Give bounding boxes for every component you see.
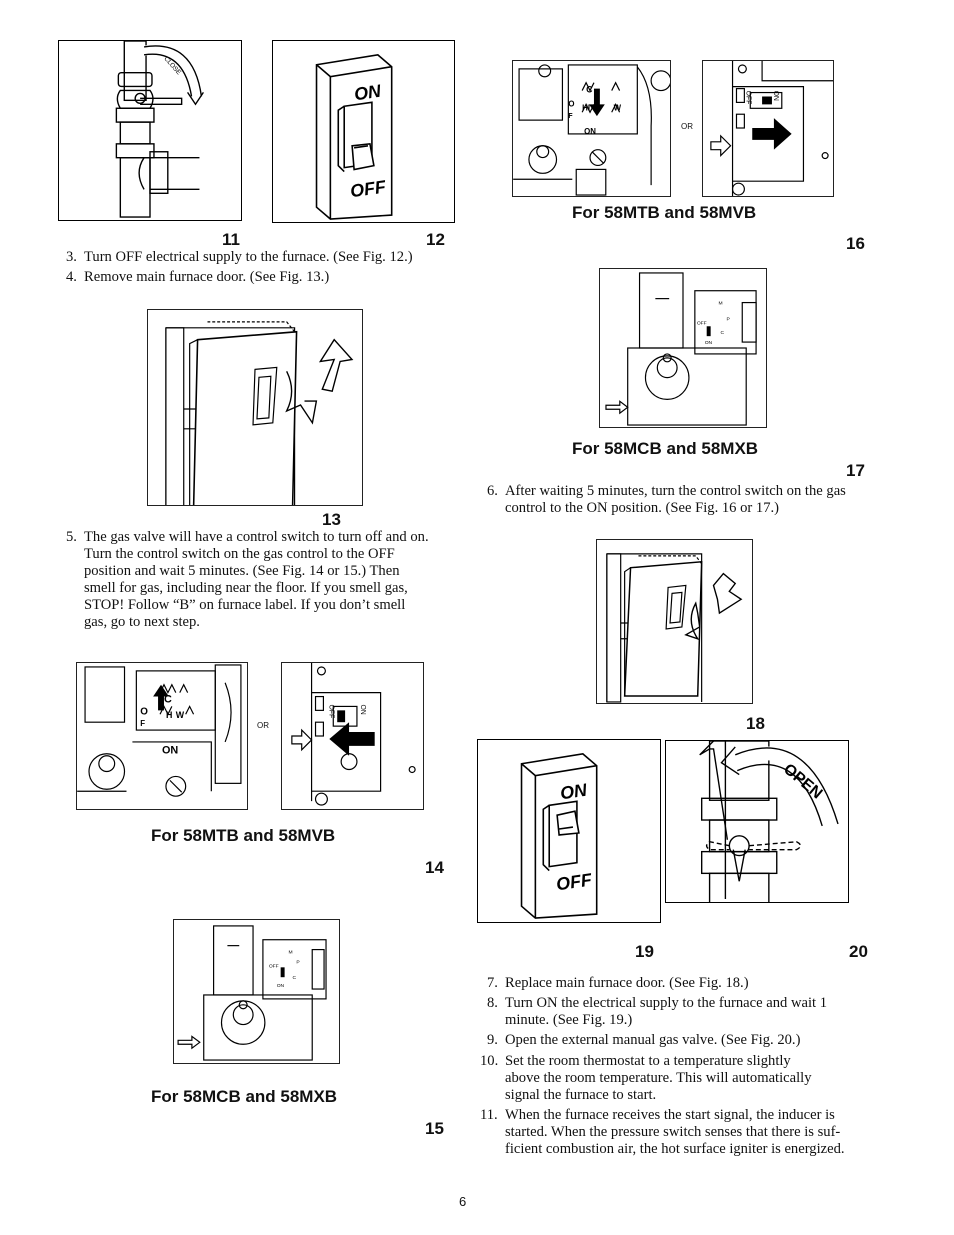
figure-15-caption: For 58MCB and 58MXB <box>151 1087 338 1106</box>
fig19-on-label: ON <box>559 780 589 804</box>
svg-text:ON: ON <box>277 983 285 989</box>
svg-text:C: C <box>292 975 296 981</box>
figure-13-number: 13 <box>322 510 341 529</box>
figure-17-number: 17 <box>846 461 865 480</box>
svg-text:W: W <box>614 103 622 112</box>
figure-14-number: 14 <box>425 858 444 877</box>
svg-text:F: F <box>568 113 572 120</box>
svg-text:C: C <box>721 330 725 336</box>
figure-12-number: 12 <box>426 230 445 249</box>
figure-13-remove-door <box>147 309 363 506</box>
svg-text:ON: ON <box>162 745 178 757</box>
svg-text:P: P <box>726 316 730 322</box>
figure-14-caption: For 58MTB and 58MVB <box>151 826 336 845</box>
figure-16-number: 16 <box>846 234 865 253</box>
svg-text:M: M <box>289 950 293 956</box>
svg-text:C: C <box>586 85 593 95</box>
svg-text:M: M <box>719 301 723 307</box>
figure-19-power-switch-on: ON OFF <box>477 739 661 923</box>
svg-text:F: F <box>140 719 145 728</box>
svg-text:W: W <box>176 710 185 720</box>
svg-text:ON: ON <box>705 340 713 346</box>
svg-text:O: O <box>140 706 148 717</box>
figure-18-replace-door <box>596 539 753 704</box>
figure-17-caption: For 58MCB and 58MXB <box>572 439 759 458</box>
figure-16-caption: For 58MTB and 58MVB <box>572 203 757 222</box>
page-number: 6 <box>459 1194 467 1209</box>
figure-19-number: 19 <box>635 942 654 961</box>
step-5: 5. The gas valve will have a control swi… <box>66 529 429 630</box>
figure-15-number: 15 <box>425 1119 444 1138</box>
figure-20-number: 20 <box>849 942 868 961</box>
svg-text:HI: HI <box>582 103 590 112</box>
figure-15-valve: M P OFF C ON <box>173 919 340 1064</box>
figure-18-number: 18 <box>746 714 765 733</box>
figure-14-or: OR <box>257 721 269 730</box>
fig19-off-label: OFF <box>555 869 594 894</box>
figure-17-valve: M P OFF C ON <box>599 268 767 428</box>
figure-20-gas-valve-open: OPEN <box>665 740 849 903</box>
figure-11-number: 11 <box>222 230 240 249</box>
figure-12-power-switch-off: ON OFF <box>272 40 455 223</box>
svg-text:ON: ON <box>359 704 366 714</box>
svg-text:H: H <box>166 710 172 720</box>
figure-16-or: OR <box>681 122 693 131</box>
fig12-on-label: ON <box>353 81 383 105</box>
figure-16-valve-right: OFF ON <box>702 60 834 197</box>
figure-11-gas-valve-closed: CLOSE <box>58 40 242 221</box>
figure-14-valve-left: C H W O F ON <box>76 662 248 810</box>
svg-text:O: O <box>568 99 574 108</box>
svg-text:ON: ON <box>772 91 779 101</box>
svg-text:P: P <box>296 959 300 965</box>
svg-text:ON: ON <box>584 127 596 136</box>
figure-14-valve-right: OFF ON <box>281 662 424 810</box>
svg-text:OFF: OFF <box>697 320 707 326</box>
figure-16-valve-left: C HI W O F ON <box>512 60 671 197</box>
svg-text:OFF: OFF <box>744 91 751 105</box>
svg-text:OFF: OFF <box>327 704 334 718</box>
fig12-off-label: OFF <box>349 176 388 201</box>
svg-text:C: C <box>164 693 172 705</box>
svg-text:OFF: OFF <box>269 963 279 969</box>
